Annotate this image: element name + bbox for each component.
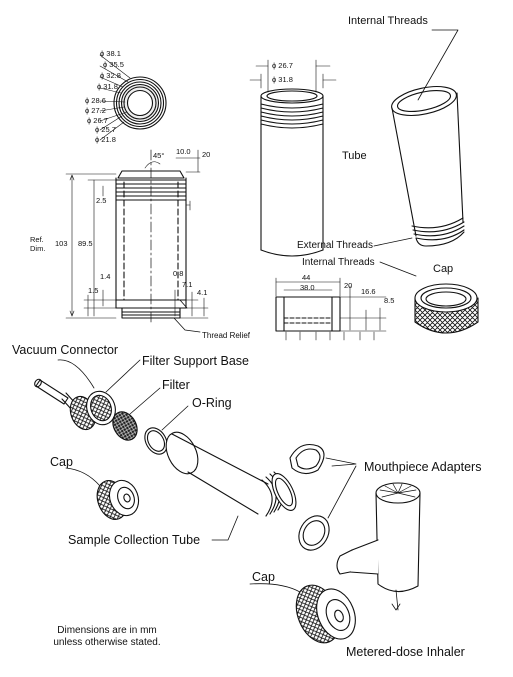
label-filter: Filter [162, 378, 190, 392]
dim-ring-4: ϕ 28.6 [85, 96, 106, 105]
cap-bottom-3d [249, 583, 356, 644]
tube-elevation [249, 59, 337, 257]
label-cap-left: Cap [50, 455, 73, 469]
dim-cap-20: 20 [344, 281, 353, 290]
dim-ring-5: ϕ 27.2 [85, 106, 106, 115]
dim-ring-6: ϕ 26.7 [87, 116, 108, 125]
label-o-ring: O-Ring [192, 396, 232, 410]
dim-2-5: 2.5 [96, 196, 107, 205]
dimension-note: Dimensions are in mm unless otherwise st… [32, 625, 182, 649]
tube-3d [373, 29, 465, 247]
dim-ref-2: Dim. [30, 244, 46, 253]
dim-0-8: 0.8 [173, 269, 184, 278]
label-external-threads: External Threads [297, 240, 373, 251]
dim-89-5: 89.5 [78, 239, 93, 248]
label-filter-support-base: Filter Support Base [142, 354, 249, 368]
dim-1-5: 1.5 [88, 286, 99, 295]
dim-ring-3: ϕ 31.8 [97, 82, 118, 91]
ring-cross-section [99, 54, 167, 141]
dim-20: 20 [202, 150, 211, 159]
dim-ref-1: Ref. [30, 235, 44, 244]
label-tube: Tube [342, 150, 367, 162]
sample-collection-tube [165, 431, 297, 541]
label-mouthpiece-adapters: Mouthpiece Adapters [364, 460, 482, 474]
dim-cap-16-6: 16.6 [361, 287, 376, 296]
o-ring [144, 405, 189, 455]
dim-103: 103 [55, 239, 68, 248]
dim-ring-7: ϕ 25.7 [95, 125, 116, 134]
metered-dose-inhaler [336, 482, 421, 611]
dim-cap-44: 44 [302, 273, 311, 282]
dim-1-4: 1.4 [100, 272, 111, 281]
dim-ring-8: ϕ 21.8 [95, 135, 116, 144]
tube-section-drawing [65, 149, 209, 333]
mouthpiece-adapters [289, 443, 357, 551]
label-thread-relief: Thread Relief [202, 331, 251, 340]
cap-section-drawing [275, 277, 387, 341]
dim-tube-26-7: ϕ 26.7 [272, 61, 293, 70]
dim-7-1: 7.1 [182, 280, 193, 289]
label-metered-dose-inhaler: Metered-dose Inhaler [346, 645, 465, 659]
dim-4-1: 4.1 [197, 288, 208, 297]
label-cap-top: Cap [433, 263, 454, 275]
dim-ring-0: ϕ 38.1 [100, 49, 121, 58]
dim-cap-38: 38.0 [300, 283, 315, 292]
label-internal-threads-top: Internal Threads [348, 15, 428, 27]
label-vacuum-connector: Vacuum Connector [12, 343, 119, 357]
cap-left-3d [65, 467, 140, 520]
dim-cap-8-5: 8.5 [384, 296, 395, 305]
dimension-note-line1: Dimensions are in mm [57, 625, 157, 636]
dim-ring-2: ϕ 32.8 [100, 71, 121, 80]
dim-tube-31-8: ϕ 31.8 [272, 75, 293, 84]
dim-angle: 45° [153, 151, 165, 160]
label-cap-bottom: Cap [252, 570, 275, 584]
dim-10: 10.0 [176, 147, 191, 156]
dim-ring-1: ϕ 35.5 [103, 60, 124, 69]
label-internal-threads-cap: Internal Threads [302, 257, 375, 268]
vacuum-connector [34, 359, 141, 431]
cap-3d-top [379, 261, 479, 334]
dimension-note-line2: unless otherwise stated. [53, 637, 161, 648]
filter-disc [112, 387, 161, 441]
label-sample-collection-tube: Sample Collection Tube [68, 533, 201, 547]
